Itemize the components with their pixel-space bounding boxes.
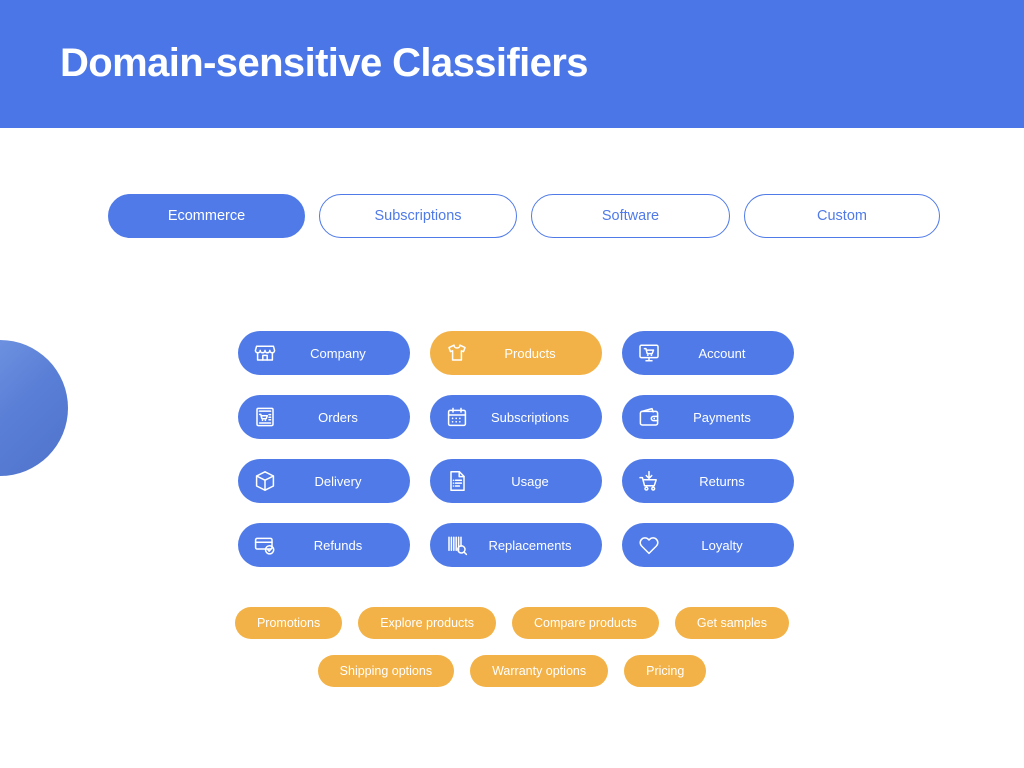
tab-custom[interactable]: Custom: [744, 194, 940, 238]
category-pill-label: Products: [504, 345, 556, 361]
category-pill-company[interactable]: Company: [238, 331, 410, 375]
intent-chip-pricing[interactable]: Pricing: [624, 655, 707, 687]
monitor-cart-icon: [636, 340, 662, 366]
domain-tab-bar: Ecommerce Subscriptions Software Custom: [108, 194, 940, 238]
category-pill-delivery[interactable]: Delivery: [238, 459, 410, 503]
heart-icon: [636, 532, 662, 558]
category-pill-label: Delivery: [314, 473, 362, 489]
category-pill-loyalty[interactable]: Loyalty: [622, 523, 794, 567]
category-pill-label: Refunds: [313, 537, 363, 553]
wallet-icon: [636, 404, 662, 430]
category-pill-returns[interactable]: Returns: [622, 459, 794, 503]
category-pill-replacements[interactable]: Replacements: [430, 523, 602, 567]
document-list-icon: [444, 468, 470, 494]
category-pill-refunds[interactable]: Refunds: [238, 523, 410, 567]
category-pill-label: Replacements: [488, 537, 572, 553]
category-pill-payments[interactable]: Payments: [622, 395, 794, 439]
category-pill-label: Payments: [693, 409, 751, 425]
box-icon: [252, 468, 278, 494]
category-pill-products[interactable]: Products: [430, 331, 602, 375]
tshirt-icon: [444, 340, 470, 366]
intent-chip-area: Promotions Explore products Compare produc…: [0, 607, 1024, 703]
intent-chip-get-samples[interactable]: Get samples: [674, 607, 790, 639]
intent-chip-warranty-options[interactable]: Warranty options: [470, 655, 609, 687]
category-pill-label: Subscriptions: [490, 409, 570, 425]
decorative-circle: [0, 340, 68, 476]
page-header: Domain-sensitive Classifiers: [0, 0, 1024, 128]
category-pill-account[interactable]: Account: [622, 331, 794, 375]
order-receipt-icon: [252, 404, 278, 430]
cart-return-icon: [636, 468, 662, 494]
category-pill-label: Usage: [511, 473, 549, 489]
category-pill-label: Account: [698, 345, 746, 361]
tab-ecommerce[interactable]: Ecommerce: [108, 194, 305, 238]
category-pill-subscriptions[interactable]: Subscriptions: [430, 395, 602, 439]
tab-subscriptions[interactable]: Subscriptions: [319, 194, 517, 238]
intent-chip-row: Promotions Explore products Compare produc…: [0, 607, 1024, 639]
category-pill-usage[interactable]: Usage: [430, 459, 602, 503]
card-check-icon: [252, 532, 278, 558]
tab-software[interactable]: Software: [531, 194, 730, 238]
category-pill-orders[interactable]: Orders: [238, 395, 410, 439]
calendar-icon: [444, 404, 470, 430]
category-pill-label: Orders: [318, 409, 358, 425]
page-title: Domain-sensitive Classifiers: [60, 41, 588, 85]
intent-chip-promotions[interactable]: Promotions: [234, 607, 343, 639]
category-pill-label: Loyalty: [701, 537, 743, 553]
intent-chip-row: Shipping options Warranty options Pricing: [0, 655, 1024, 687]
category-pill-label: Returns: [699, 473, 745, 489]
intent-chip-shipping-options[interactable]: Shipping options: [317, 655, 455, 687]
intent-chip-compare-products[interactable]: Compare products: [512, 607, 659, 639]
storefront-icon: [252, 340, 278, 366]
intent-chip-explore-products[interactable]: Explore products: [358, 607, 497, 639]
category-pill-label: Company: [310, 345, 366, 361]
barcode-search-icon: [444, 532, 470, 558]
